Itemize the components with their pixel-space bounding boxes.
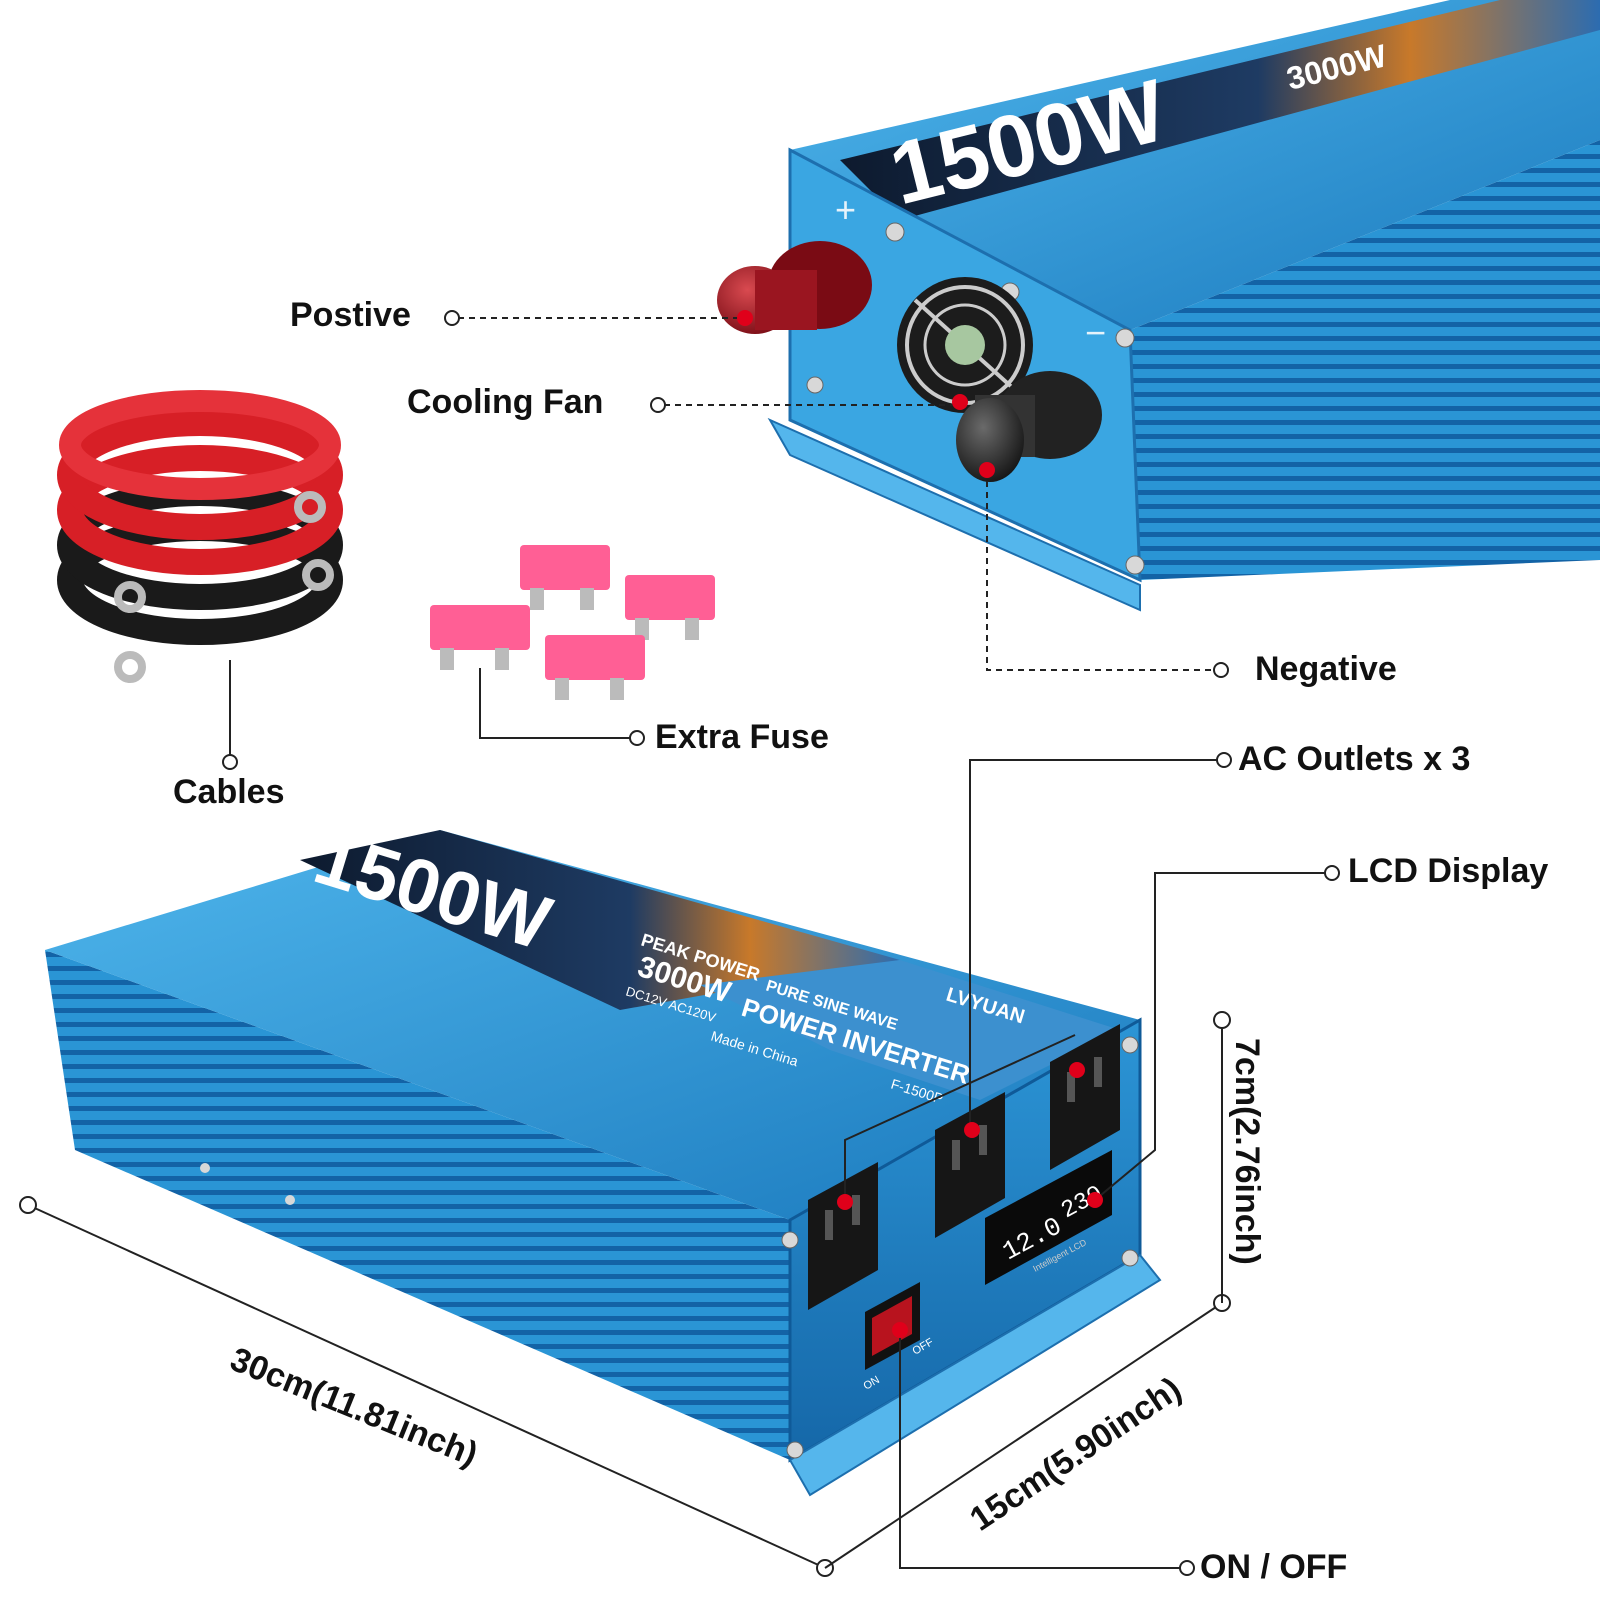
fuse-icon — [625, 575, 715, 640]
negative-terminal-icon — [956, 371, 1102, 482]
rear-label-strip — [840, 0, 1600, 220]
inverter-rear-view: 1500W 3000W + − — [717, 0, 1600, 612]
ac-outlet-icon — [1050, 1024, 1120, 1170]
callout-cables: Cables — [173, 773, 285, 811]
cables-icon — [57, 390, 343, 683]
callout-ac-outlets: AC Outlets x 3 — [1238, 740, 1471, 778]
fuse-icon — [520, 545, 610, 610]
callout-lcd-display: LCD Display — [1348, 852, 1549, 890]
screw-icon — [885, 222, 905, 242]
terminal-plus-symbol: + — [835, 189, 856, 230]
front-label-blue — [700, 960, 1120, 1100]
front-mount-flange — [788, 1253, 1162, 1497]
screw-icon — [1121, 1249, 1139, 1267]
positive-terminal-icon — [717, 241, 872, 334]
front-label-strip — [300, 830, 900, 1010]
callout-extra-fuse: Extra Fuse — [655, 718, 829, 756]
front-side-panel — [45, 950, 790, 1460]
screw-icon — [781, 1231, 799, 1249]
terminal-minus-symbol: − — [1085, 312, 1106, 353]
fuse-icon — [430, 605, 530, 670]
dimension-length: 30cm(11.81inch) — [225, 1340, 483, 1474]
rear-side-panel — [1130, 140, 1600, 580]
fuse-icon — [545, 635, 645, 700]
ac-outlet-icon — [935, 1092, 1005, 1238]
screw-icon — [200, 1163, 210, 1173]
screw-icon — [1121, 1036, 1139, 1054]
callout-lines — [19, 310, 1340, 1577]
cooling-fan-icon — [897, 277, 1033, 413]
front-top-face — [45, 830, 1140, 1220]
inverter-front-view: 1500W PEAK POWER 3000W DC12V AC120V PURE… — [45, 815, 1162, 1497]
screw-icon — [285, 1195, 295, 1205]
dimension-height: 7cm(2.76inch) — [1228, 1038, 1266, 1265]
callout-on-off: ON / OFF — [1200, 1548, 1348, 1586]
screw-icon — [1125, 555, 1145, 575]
screw-icon — [786, 1441, 804, 1459]
screw-icon — [806, 376, 824, 394]
callout-positive: Postive — [290, 296, 411, 334]
callout-cooling-fan: Cooling Fan — [407, 383, 604, 421]
fuse-set — [430, 545, 715, 700]
rear-mount-flange — [767, 417, 1141, 612]
callout-negative: Negative — [1255, 650, 1397, 688]
screw-icon — [1115, 328, 1135, 348]
ac-outlet-icon — [808, 1162, 878, 1310]
